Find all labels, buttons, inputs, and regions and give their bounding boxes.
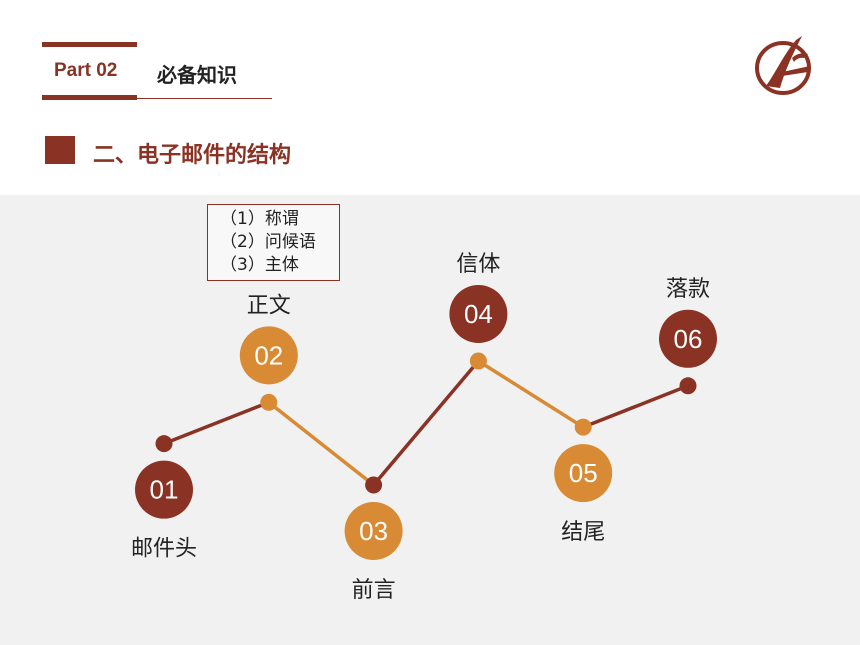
part-label: Part 02: [54, 60, 118, 81]
line-segment-4: [477, 359, 585, 429]
step-badge-5: [554, 444, 613, 503]
step-label-2: 正文: [247, 293, 291, 318]
step-badge-2: [239, 326, 298, 385]
step-badge-3: [344, 502, 403, 560]
step-badge-6: [659, 309, 717, 368]
step-label-4: 信体: [456, 252, 500, 277]
step-badge-number-5: 05: [569, 458, 598, 488]
data-point-2: [260, 393, 278, 411]
body-subitems-box: （1）称谓 （2）问候语 （3）主体: [207, 204, 340, 281]
subitem-greeting-title: （1）称谓: [220, 209, 299, 229]
step-badge-number-6: 06: [674, 324, 703, 354]
data-point-5: [574, 418, 592, 436]
subitem-main-body: （3）主体: [220, 255, 299, 275]
university-logo-icon: [755, 36, 811, 95]
step-badge-number-4: 04: [464, 299, 493, 329]
data-point-6: [679, 377, 697, 395]
step-label-5: 结尾: [561, 520, 605, 545]
step-badge-1: [135, 460, 193, 519]
step-badge-4: [449, 285, 508, 343]
line-segment-5: [582, 384, 689, 429]
header-bottom-bar: [42, 95, 137, 100]
line-segment-2: [267, 400, 375, 487]
step-label-6: 落款: [666, 277, 710, 302]
data-point-4: [469, 352, 487, 370]
data-point-1: [155, 435, 173, 453]
step-label-3: 前言: [352, 578, 396, 603]
header-underline: [137, 98, 272, 99]
line-segment-1: [163, 400, 270, 446]
header-top-rule: [42, 42, 137, 47]
step-label-1: 邮件头: [131, 537, 197, 562]
step-badge-number-1: 01: [150, 475, 179, 505]
section-marker: [45, 136, 75, 164]
subitem-greeting: （2）问候语: [220, 232, 316, 252]
data-point-3: [365, 476, 383, 494]
section-title: 二、电子邮件的结构: [93, 143, 292, 168]
step-badge-number-2: 02: [254, 340, 283, 370]
part-title: 必备知识: [157, 63, 237, 87]
step-badge-number-3: 03: [359, 516, 388, 546]
line-segment-3: [372, 359, 480, 487]
